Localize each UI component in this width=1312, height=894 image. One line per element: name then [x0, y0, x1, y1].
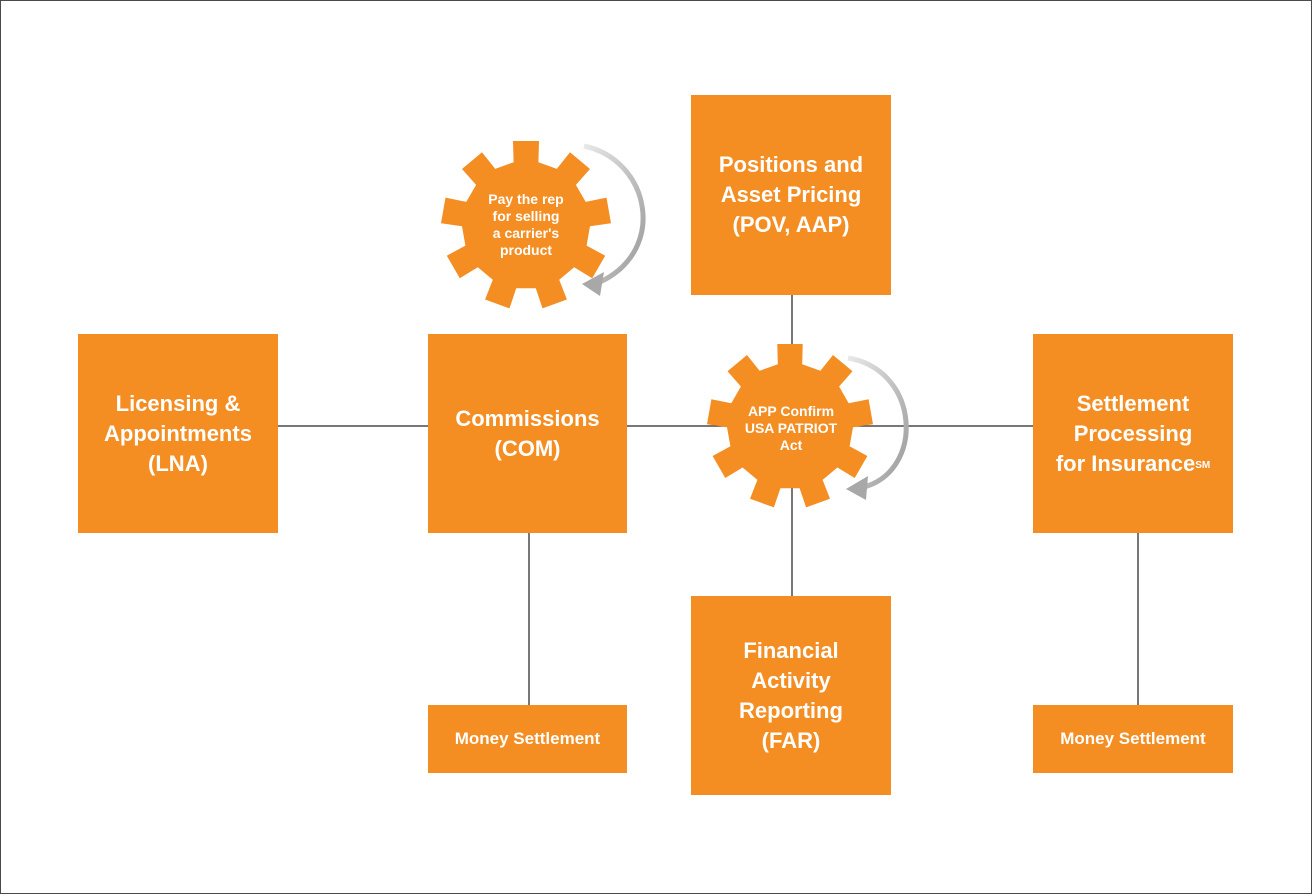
node-spi-label: Settlement Processing for Insurance [1055, 390, 1196, 476]
cycle-arrow-2-icon [847, 355, 909, 490]
gear-app-confirm-text: APP Confirm USA PATRIOT Act [744, 402, 838, 453]
node-positions-asset-pricing: Positions and Asset Pricing (POV, AAP) [691, 95, 891, 295]
node-settlement-processing: Settlement Processing for InsuranceSM [1033, 334, 1233, 533]
money-right-label: Money Settlement [1060, 729, 1206, 748]
gear2-shape [707, 344, 873, 508]
node-pov-label: Positions and Asset Pricing (POV, AAP) [718, 152, 864, 237]
node-com-label: Commissions (COM) [455, 405, 600, 461]
node-financial-activity-reporting: Financial Activity Reporting (FAR) [691, 596, 891, 795]
arrowhead-1-icon [582, 272, 604, 296]
node-spi-label-wrap: Settlement Processing for InsuranceSM [1056, 389, 1210, 479]
service-mark: SM [1195, 459, 1211, 471]
node-commissions: Commissions (COM) [428, 334, 627, 533]
node-lna-label: Licensing & Appointments (LNA) [104, 390, 252, 476]
node-money-settlement-right: Money Settlement [1033, 705, 1233, 773]
gear1-shape [441, 141, 611, 309]
gear-pay-rep-text: Pay the rep for selling a carrier's prod… [488, 191, 564, 258]
node-money-settlement-left: Money Settlement [428, 705, 627, 773]
node-far-label: Financial Activity Reporting (FAR) [739, 637, 843, 753]
gear-app-confirm-icon [707, 344, 873, 508]
money-left-label: Money Settlement [454, 729, 601, 748]
node-licensing-appointments: Licensing & Appointments (LNA) [78, 334, 278, 533]
cycle-arrow-1-icon [583, 143, 646, 285]
gear-pay-rep-icon [441, 141, 611, 309]
arrowhead-2-icon [846, 476, 868, 500]
